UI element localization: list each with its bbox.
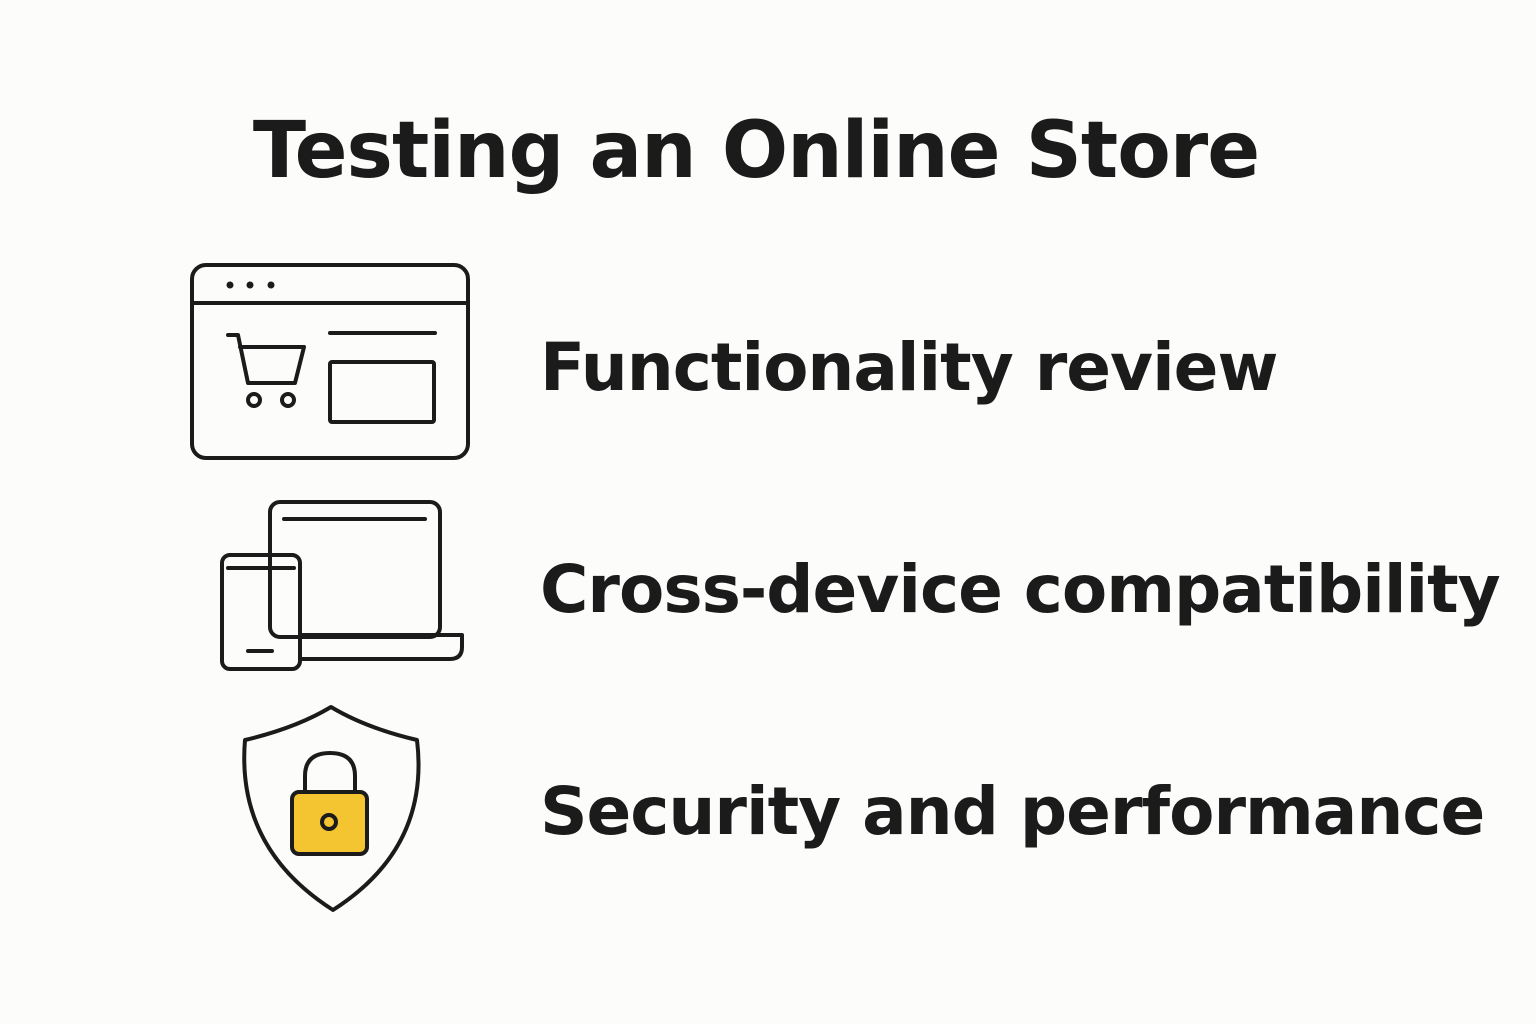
item-security: Security and performance xyxy=(0,700,1536,920)
page-title: Testing an Online Store xyxy=(252,106,1260,196)
item-label-functionality: Functionality review xyxy=(540,329,1278,406)
item-label-security: Security and performance xyxy=(540,773,1485,850)
shield-lock-icon xyxy=(242,705,421,912)
item-label-cross-device: Cross-device compatibility xyxy=(540,551,1501,628)
browser-cart-icon xyxy=(190,263,470,460)
item-functionality: Functionality review xyxy=(0,255,1536,470)
devices-icon xyxy=(220,500,464,671)
item-cross-device: Cross-device compatibility xyxy=(0,495,1536,680)
